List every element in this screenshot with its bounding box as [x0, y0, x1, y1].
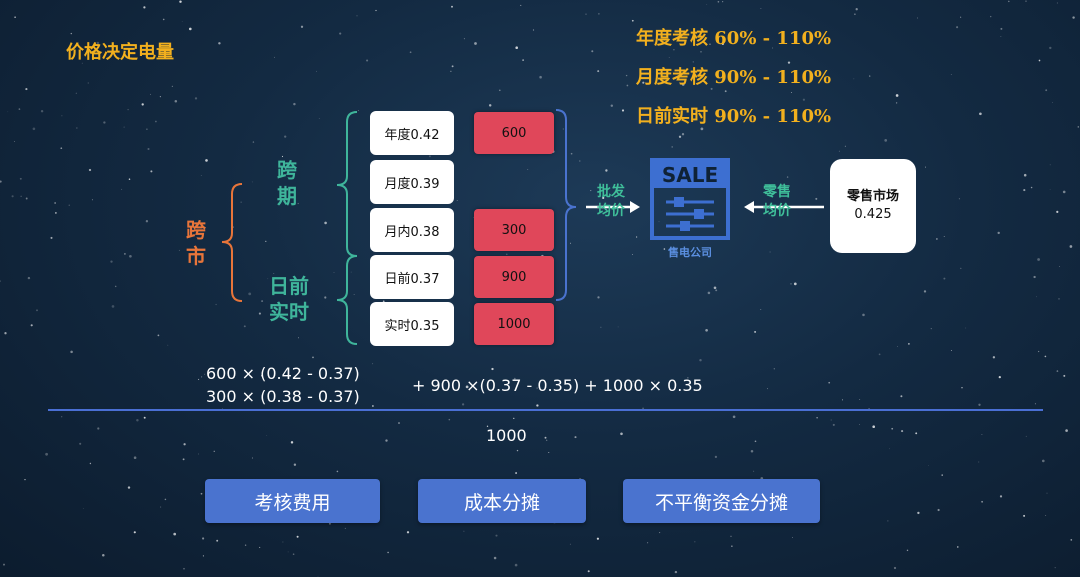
dayahead-bracket [336, 255, 358, 345]
price-day-ahead: 日前0.37 [370, 255, 454, 299]
price-annual: 年度0.42 [370, 111, 454, 155]
annual-assessment-range: 年度考核 60% - 110% [636, 28, 832, 49]
arrow-left-icon [744, 201, 754, 213]
qty-intra-month: 300 [474, 209, 554, 251]
sale-text: SALE [662, 163, 718, 187]
cross-period-bracket [336, 111, 358, 257]
wholesale-bracket [555, 109, 577, 301]
qty-annual: 600 [474, 112, 554, 154]
imbalance-fund-allocation-button[interactable]: 不平衡资金分摊 [623, 479, 820, 523]
formula-rest: + 900 ×(0.37 - 0.35) + 1000 × 0.35 [412, 376, 703, 395]
arrow-right-icon [630, 201, 640, 213]
sale-company-icon: SALE [650, 158, 730, 240]
cross-period-label: 跨 期 [277, 158, 297, 208]
assessment-fee-button[interactable]: 考核费用 [205, 479, 380, 523]
qty-day-ahead: 900 [474, 256, 554, 298]
price-intra-month: 月内0.38 [370, 208, 454, 252]
dayahead-realtime-label: 日前 实时 [269, 274, 309, 324]
dayahead-assessment-range: 日前实时 90% - 110% [636, 106, 832, 127]
formula-denominator: 1000 [486, 426, 527, 445]
retail-avg-label: 零售 均价 [763, 184, 791, 219]
price-monthly: 月度0.39 [370, 160, 454, 204]
retail-market-price: 0.425 [854, 207, 892, 222]
page-title: 价格决定电量 [66, 42, 174, 63]
retail-market-name: 零售市场 [846, 189, 899, 204]
retail-market-box: 零售市场 0.425 [830, 159, 916, 253]
wholesale-avg-label: 批发 均价 [597, 184, 625, 219]
cost-allocation-button[interactable]: 成本分摊 [418, 479, 586, 523]
fraction-divider [48, 409, 1043, 411]
monthly-assessment-range: 月度考核 90% - 110% [636, 67, 832, 88]
sale-company-caption: 售电公司 [668, 246, 712, 259]
qty-real-time: 1000 [474, 303, 554, 345]
formula-line-2: 300 × (0.38 - 0.37) [206, 387, 360, 406]
formula-line-1: 600 × (0.42 - 0.37) [206, 364, 360, 383]
cross-market-bracket [221, 183, 243, 302]
cross-market-label: 跨 市 [186, 218, 206, 268]
price-real-time: 实时0.35 [370, 302, 454, 346]
